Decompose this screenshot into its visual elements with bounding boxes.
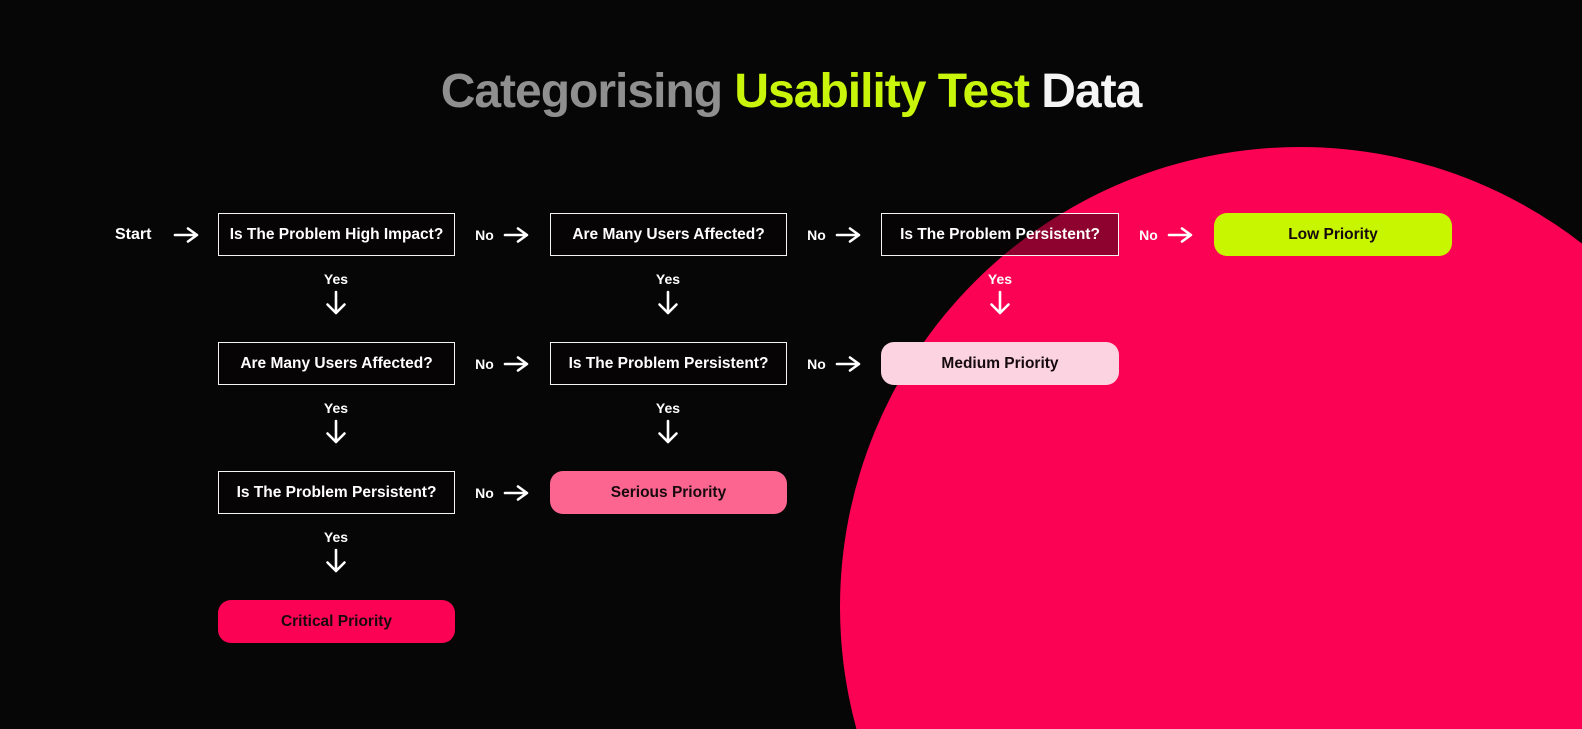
page-title: Categorising Usability Test Data [0,64,1582,119]
title-part-gray: Categorising [440,65,735,118]
arrow-down-icon [658,290,678,315]
node-medium-priority: Medium Priority [881,342,1119,385]
arrow-right-icon [835,355,861,372]
yes-connector: Yes [304,271,368,316]
node-q-high-impact: Is The Problem High Impact? [218,213,455,256]
arrow-down-icon [326,419,346,444]
yes-connector: Yes [636,271,700,316]
title-part-white: Data [1028,65,1142,118]
arrow-right-icon [503,355,529,372]
yes-connector: Yes [304,400,368,445]
no-label: No [807,355,826,372]
no-connector: No [457,471,547,514]
no-connector: No [457,213,547,256]
start-label: Start [115,225,152,243]
arrow-down-icon [658,419,678,444]
no-label: No [807,226,826,243]
yes-connector: Yes [968,271,1032,316]
yes-label: Yes [987,271,1013,287]
arrow-right-icon [503,484,529,501]
no-label: No [475,226,494,243]
arrow-right-icon [174,226,199,243]
arrow-right-icon [503,226,529,243]
arrow-down-icon [326,548,346,573]
node-q-many-users-1: Are Many Users Affected? [550,213,787,256]
start-group: Start [115,213,199,256]
arrow-down-icon [326,290,346,315]
node-critical-priority: Critical Priority [218,600,455,643]
yes-connector: Yes [304,529,368,574]
node-serious-priority: Serious Priority [550,471,787,514]
no-connector: No [789,213,879,256]
node-q-persistent-1: Is The Problem Persistent? [881,213,1119,256]
no-label: No [1139,226,1158,243]
yes-label: Yes [655,400,681,416]
node-q-persistent-2: Is The Problem Persistent? [550,342,787,385]
no-connector: No [789,342,879,385]
node-low-priority: Low Priority [1214,213,1452,256]
title-part-green: Usability Test [734,65,1030,118]
no-connector: No [457,342,547,385]
yes-label: Yes [655,271,681,287]
yes-label: Yes [323,400,349,416]
no-connector: No [1121,213,1211,256]
node-q-many-users-2: Are Many Users Affected? [218,342,455,385]
arrow-right-icon [1167,226,1193,243]
yes-label: Yes [323,271,349,287]
yes-label: Yes [323,529,349,545]
no-label: No [475,355,494,372]
arrow-down-icon [990,290,1010,315]
no-label: No [475,484,494,501]
yes-connector: Yes [636,400,700,445]
arrow-right-icon [835,226,861,243]
node-q-persistent-3: Is The Problem Persistent? [218,471,455,514]
